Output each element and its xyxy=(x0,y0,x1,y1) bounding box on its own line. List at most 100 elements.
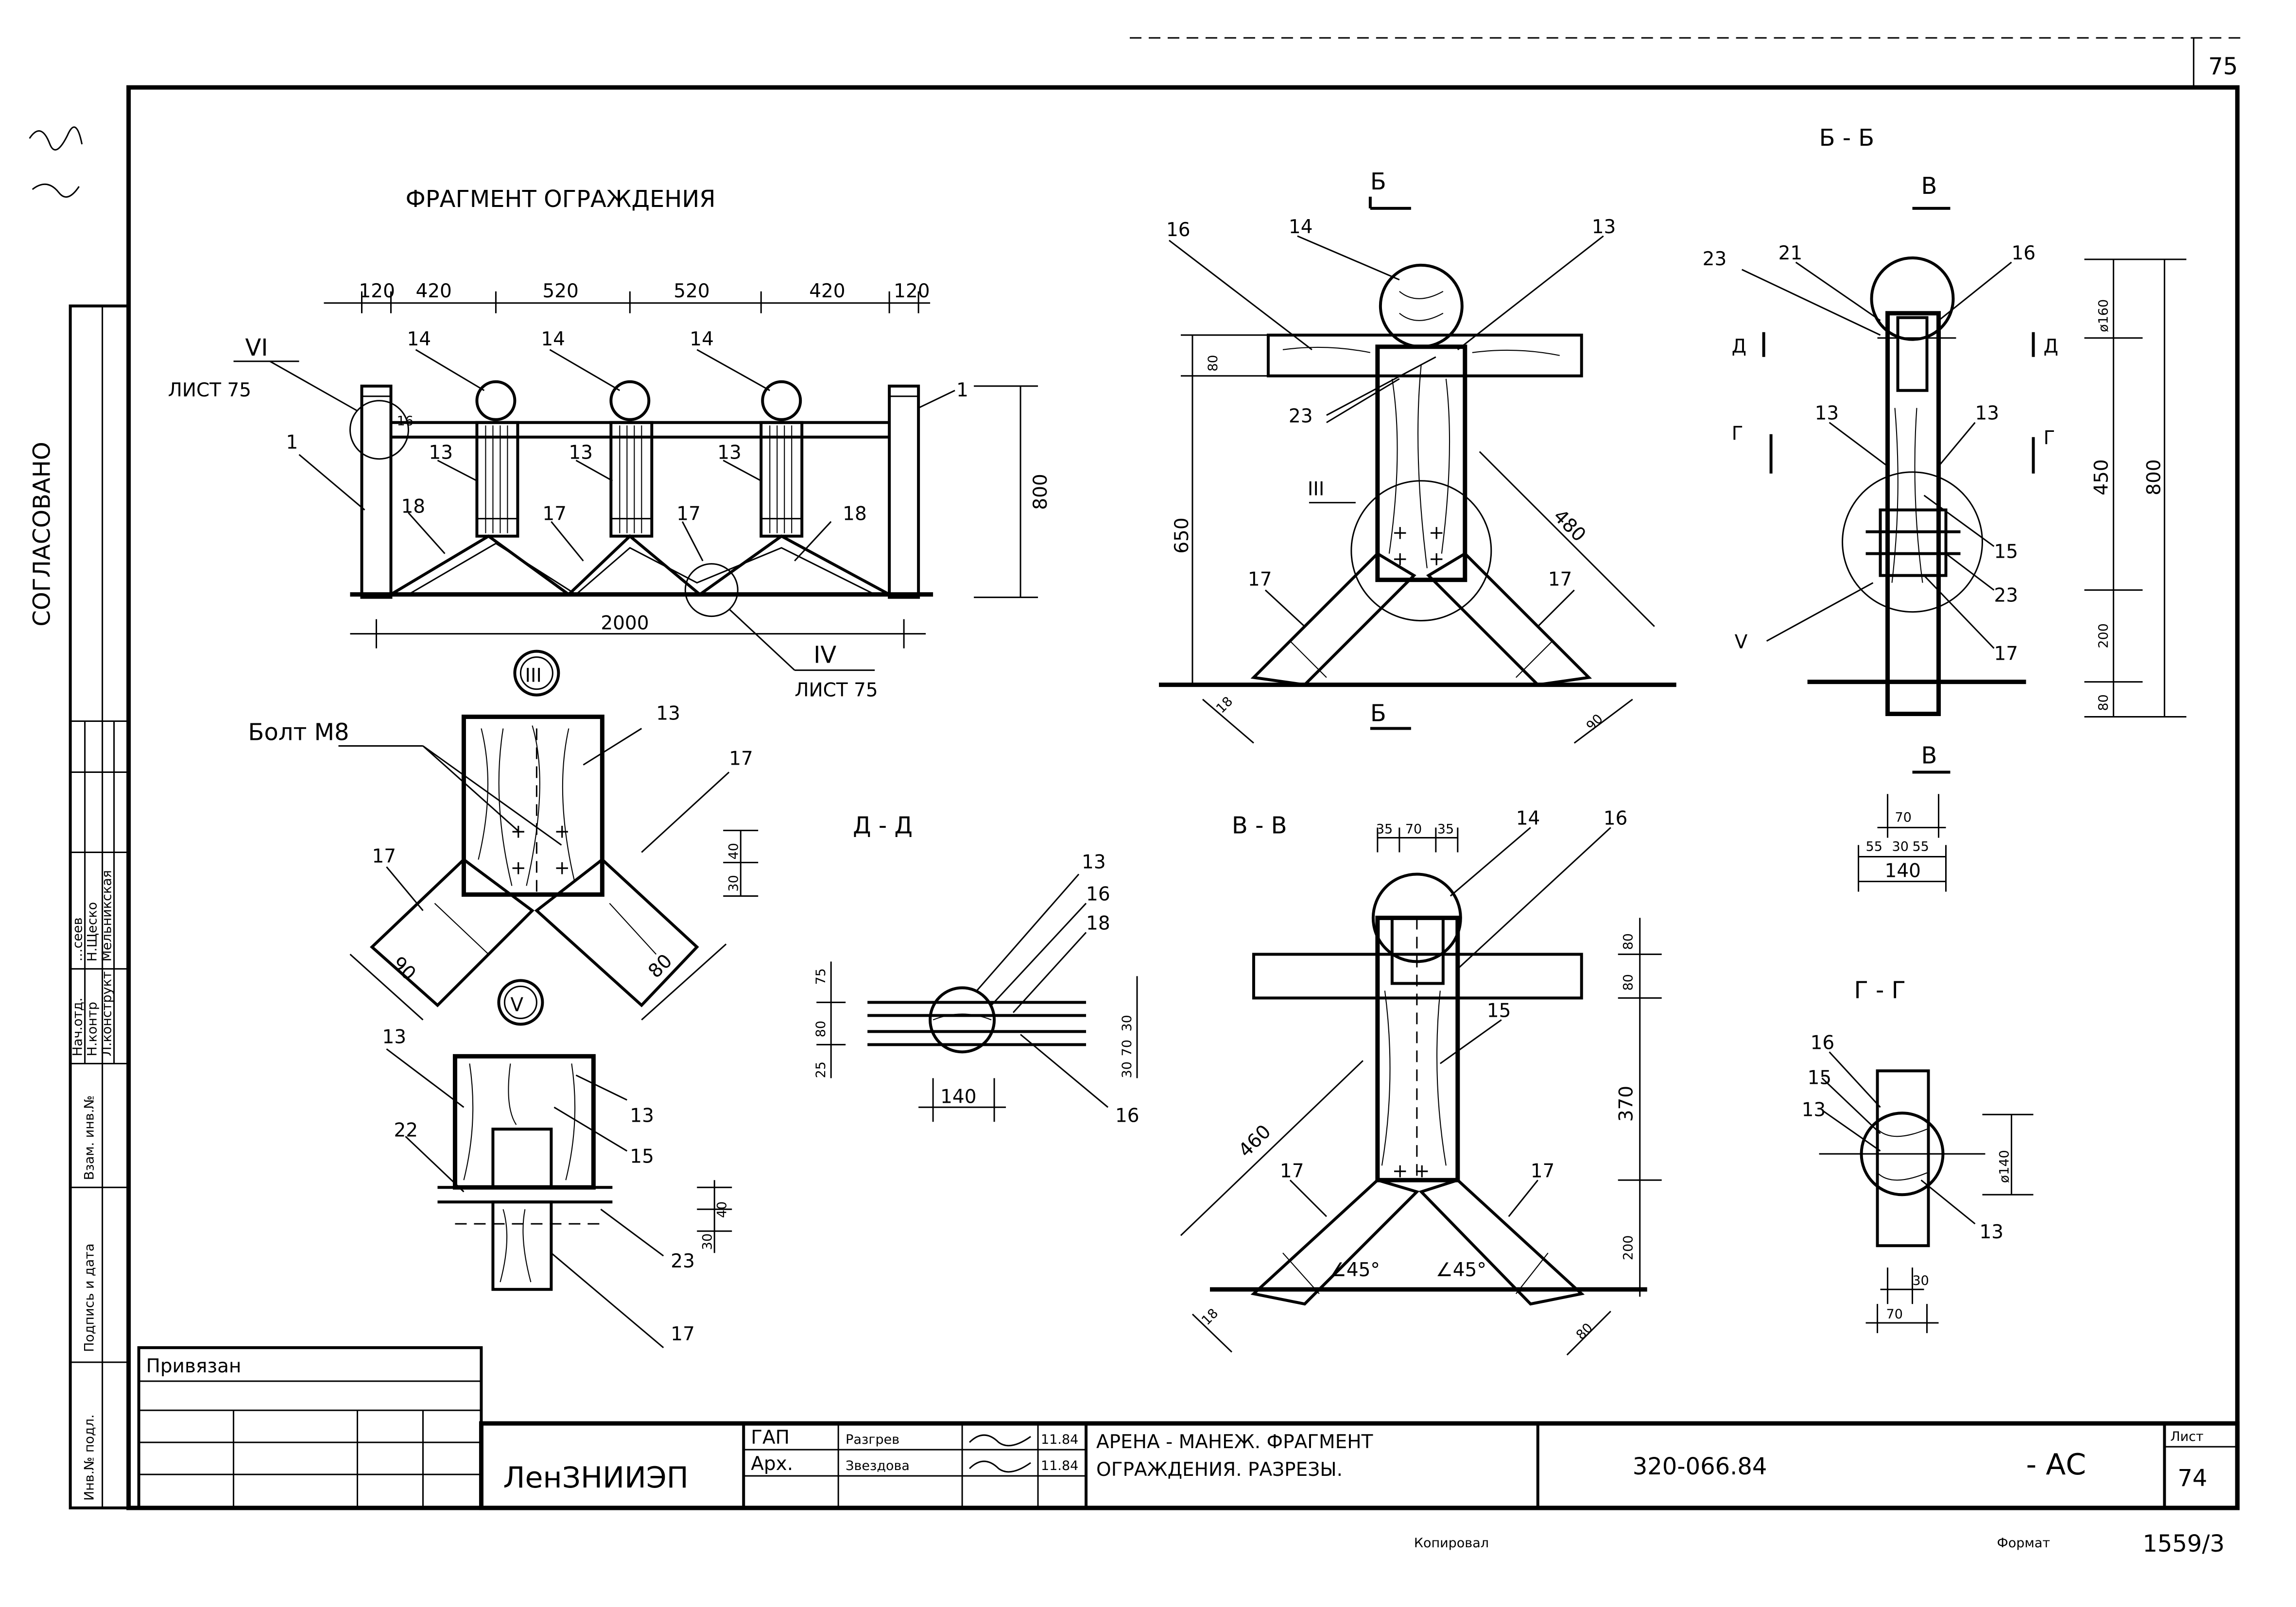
front-bolt-glyph-2: + xyxy=(1429,522,1445,544)
vv-dim-370: 370 xyxy=(1616,1086,1638,1122)
front-mark-16: 16 xyxy=(1166,219,1191,241)
name-1: …сеев xyxy=(70,917,86,961)
mark-rail: 16 xyxy=(397,414,413,429)
dim-total: 2000 xyxy=(601,613,649,634)
name-2: Н.Щеско xyxy=(85,902,100,962)
front-bolt-glyph-1: + xyxy=(1392,522,1408,544)
mark-strut-2: 17 xyxy=(542,503,567,525)
dd-dim-80: 80 xyxy=(813,1021,829,1037)
front-dim-480: 480 xyxy=(1549,505,1590,546)
bb-mark-13b: 13 xyxy=(1975,403,1999,425)
vv-angle-left: ∠45° xyxy=(1329,1259,1380,1281)
replaces-inv-label: Взам. инв.№ xyxy=(82,1095,97,1180)
node-iii-label: III xyxy=(525,665,541,687)
role-3: Л.конструкт xyxy=(100,971,115,1056)
role-2: Н.контр xyxy=(85,1002,100,1056)
gg-dim-70: 70 xyxy=(1886,1307,1903,1322)
sheet-number: 74 xyxy=(2177,1465,2207,1492)
mark-baluster-2: 13 xyxy=(569,442,593,464)
vv-dim-200: 200 xyxy=(1621,1235,1636,1261)
bb-dim-70: 70 xyxy=(1895,810,1912,825)
dd-dim-140: 140 xyxy=(940,1086,976,1108)
mark-ball-2: 14 xyxy=(541,328,565,350)
dd-mark-16b: 16 xyxy=(1115,1105,1139,1127)
vv-angle-right: ∠45° xyxy=(1436,1259,1486,1281)
dd-dim-25: 25 xyxy=(813,1061,829,1078)
vv-dim-80b: 80 xyxy=(1621,974,1636,991)
bb-cut-d-right: Д xyxy=(2043,336,2058,358)
mark-strut-3: 17 xyxy=(676,503,701,525)
front-bolt-glyph-4: + xyxy=(1429,548,1445,570)
drawing-code: 320-066.84 xyxy=(1633,1453,1767,1480)
front-mark-14: 14 xyxy=(1289,216,1313,238)
bb-dim-55b: 55 xyxy=(1913,839,1929,854)
front-mark-23: 23 xyxy=(1289,406,1313,427)
mark-baluster-1: 13 xyxy=(429,442,453,464)
section-gg-label: Г - Г xyxy=(1854,976,1906,1004)
node-v-mark-13a: 13 xyxy=(382,1026,406,1048)
node-v-mark-15: 15 xyxy=(630,1145,654,1167)
vv-mark-16: 16 xyxy=(1604,807,1628,829)
node-iii-dim-30: 30 xyxy=(726,875,741,891)
vv-dim-80c: 80 xyxy=(1573,1320,1596,1343)
callout-vi-sheet: ЛИСТ 75 xyxy=(168,379,251,401)
node-v-mark-23: 23 xyxy=(671,1250,695,1272)
vv-dim-18: 18 xyxy=(1199,1306,1221,1328)
front-mark-17a: 17 xyxy=(1248,569,1272,591)
bb-mark-15: 15 xyxy=(1994,541,2018,563)
left-stamp: СОГЛАСОВАНО Инв.№ подл. Подпись и дата В… xyxy=(29,126,130,1510)
bb-cut-d-left: Д xyxy=(1732,336,1746,358)
bolt-label: Болт М8 xyxy=(248,719,349,746)
section-front: Б Б + + + + 16 14 13 23 17 17 III xyxy=(1158,168,1676,744)
name-3: Мельникская xyxy=(100,870,115,961)
vv-dim-460: 460 xyxy=(1234,1121,1275,1162)
mark-strut-1: 18 xyxy=(401,496,425,518)
handwritten-signature-2 xyxy=(32,183,80,198)
bb-cut-bottom: В xyxy=(1921,742,1937,769)
front-dim-90: 90 xyxy=(1584,711,1606,734)
bolt-glyph-4: + xyxy=(554,857,570,879)
bb-dim-450: 450 xyxy=(2090,459,2112,495)
copied-label: Копировал xyxy=(1414,1536,1489,1551)
gg-mark-15: 15 xyxy=(1808,1067,1832,1089)
bb-mark-16: 16 xyxy=(2011,242,2036,264)
node-v-mark-17: 17 xyxy=(671,1323,695,1345)
bb-callout-v: V xyxy=(1735,632,1748,653)
dd-dim-70: 70 xyxy=(1120,1040,1135,1056)
dim-top-6: 120 xyxy=(894,280,930,302)
vv-mark-14: 14 xyxy=(1516,807,1540,829)
dd-dim-75: 75 xyxy=(813,968,829,985)
gg-mark-13a: 13 xyxy=(1802,1099,1826,1121)
role-arch: Арх. xyxy=(751,1453,793,1475)
section-vv-label: В - В xyxy=(1232,812,1287,839)
bb-mark-21: 21 xyxy=(1778,242,1803,264)
gg-dim-30: 30 xyxy=(1913,1273,1929,1288)
node-iii-mark-17a: 17 xyxy=(372,845,396,867)
dd-dim-30b: 30 xyxy=(1120,1061,1135,1078)
dd-mark-13: 13 xyxy=(1082,851,1106,873)
bb-mark-13a: 13 xyxy=(1815,403,1839,425)
handwritten-signature xyxy=(29,126,83,151)
node-iii-mark-13: 13 xyxy=(656,703,680,725)
front-callout-iii: III xyxy=(1308,479,1324,500)
dim-top-5: 420 xyxy=(809,280,845,302)
name-arch: Звездова xyxy=(846,1458,910,1473)
sign-date-label: Подпись и дата xyxy=(82,1244,97,1352)
bb-dim-140: 140 xyxy=(1885,860,1921,882)
vv-dim-35b: 35 xyxy=(1437,821,1454,837)
front-mark-13: 13 xyxy=(1592,216,1616,238)
dd-mark-18: 18 xyxy=(1086,912,1110,934)
bb-dim-200: 200 xyxy=(2096,623,2111,649)
section-gg: Г - Г 16 15 13 13 ø140 30 70 xyxy=(1802,976,2034,1333)
node-v-mark-22: 22 xyxy=(394,1119,418,1141)
fragment-elevation: ФРАГМЕНТ ОГРАЖДЕНИЯ 120 420 520 520 420 … xyxy=(168,186,1052,701)
section-bb: Б - Б В В 23 21 16 13 13 15 23 17 Д Д xyxy=(1703,124,2187,892)
date-1: 11.84 xyxy=(1041,1432,1078,1447)
node-v-mark-13b: 13 xyxy=(630,1105,654,1127)
mark-ball-1: 14 xyxy=(407,328,431,350)
bolt-glyph-3: + xyxy=(510,857,526,879)
front-dim-650: 650 xyxy=(1171,517,1193,553)
node-v-detail: V 13 22 13 15 23 17 30 40 xyxy=(382,979,732,1349)
sheet-label: Лист xyxy=(2170,1429,2203,1444)
dim-top-4: 520 xyxy=(673,280,709,302)
